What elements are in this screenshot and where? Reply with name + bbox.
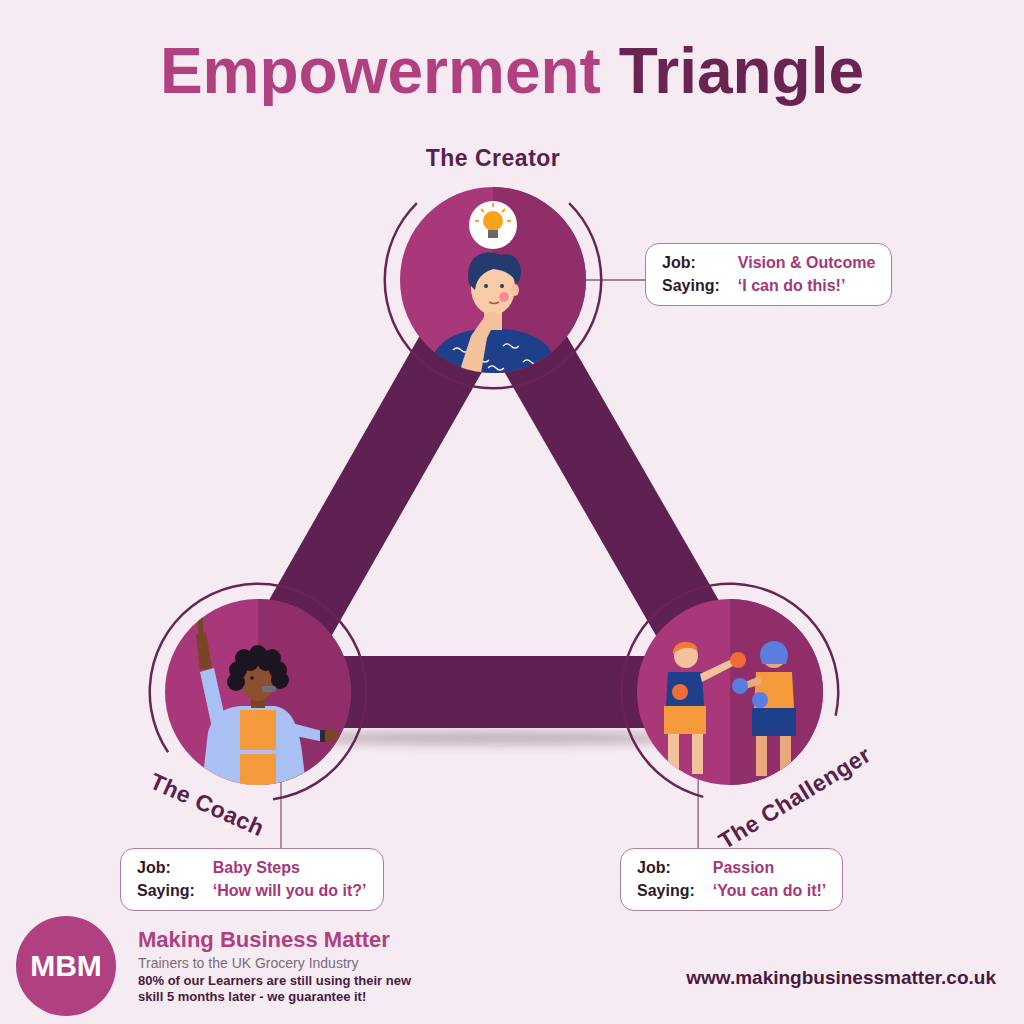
callout-box: Job: Vision & OutcomeSaying: ‘I can do thi… bbox=[645, 243, 892, 306]
leader-line bbox=[697, 779, 698, 848]
callout-value: ‘How will you do it?’ bbox=[213, 881, 367, 901]
role-heading: The Creator bbox=[426, 145, 561, 171]
role-circle: The Creator bbox=[400, 187, 586, 373]
callout-value: ‘You can do it!’ bbox=[713, 881, 826, 901]
logo-text: MBM bbox=[30, 949, 102, 983]
role-circle: The Challenger bbox=[637, 599, 823, 785]
callout-label: Saying: bbox=[662, 276, 720, 296]
leader-line bbox=[280, 782, 281, 848]
role-illustration bbox=[400, 187, 586, 373]
callout-value: Passion bbox=[713, 858, 826, 878]
callout-value: Baby Steps bbox=[213, 858, 367, 878]
callout-label: Job: bbox=[662, 253, 720, 273]
triangle-band bbox=[297, 349, 454, 624]
callout-box: Job: Baby StepsSaying: ‘How will you do it… bbox=[120, 848, 384, 911]
callout-value: Vision & Outcome bbox=[738, 253, 876, 273]
brand-tagline: Trainers to the UK Grocery Industry bbox=[138, 955, 358, 973]
callout-label: Saying: bbox=[137, 881, 195, 901]
figure bbox=[429, 201, 557, 373]
brand-name: Making Business Matter bbox=[138, 926, 390, 954]
leader-line bbox=[586, 279, 645, 280]
callout-box: Job: PassionSaying: ‘You can do it!’ bbox=[620, 848, 843, 911]
brand-guarantee: 80% of our Learners are still using thei… bbox=[138, 973, 428, 1006]
figure bbox=[196, 616, 338, 785]
outer-ring bbox=[621, 583, 840, 799]
website-url: www.makingbusinessmatter.co.uk bbox=[630, 966, 996, 990]
role-circle: The Coach bbox=[165, 599, 351, 785]
callout-label: Job: bbox=[637, 858, 695, 878]
role-illustration bbox=[637, 599, 823, 785]
title-wrap: Empowerment Triangle bbox=[0, 36, 1024, 106]
role-illustration bbox=[165, 599, 351, 785]
callout-label: Saying: bbox=[637, 881, 695, 901]
triangle-band bbox=[532, 349, 690, 624]
callout-value: ‘I can do this!’ bbox=[738, 276, 876, 296]
callout-label: Job: bbox=[137, 858, 195, 878]
outer-ring bbox=[149, 583, 368, 801]
heading-wrap: The Creator bbox=[426, 145, 561, 172]
page-title: Empowerment Triangle bbox=[160, 36, 864, 106]
logo-badge: MBM bbox=[16, 916, 116, 1016]
triangle-band bbox=[337, 656, 651, 728]
figure bbox=[664, 641, 796, 776]
